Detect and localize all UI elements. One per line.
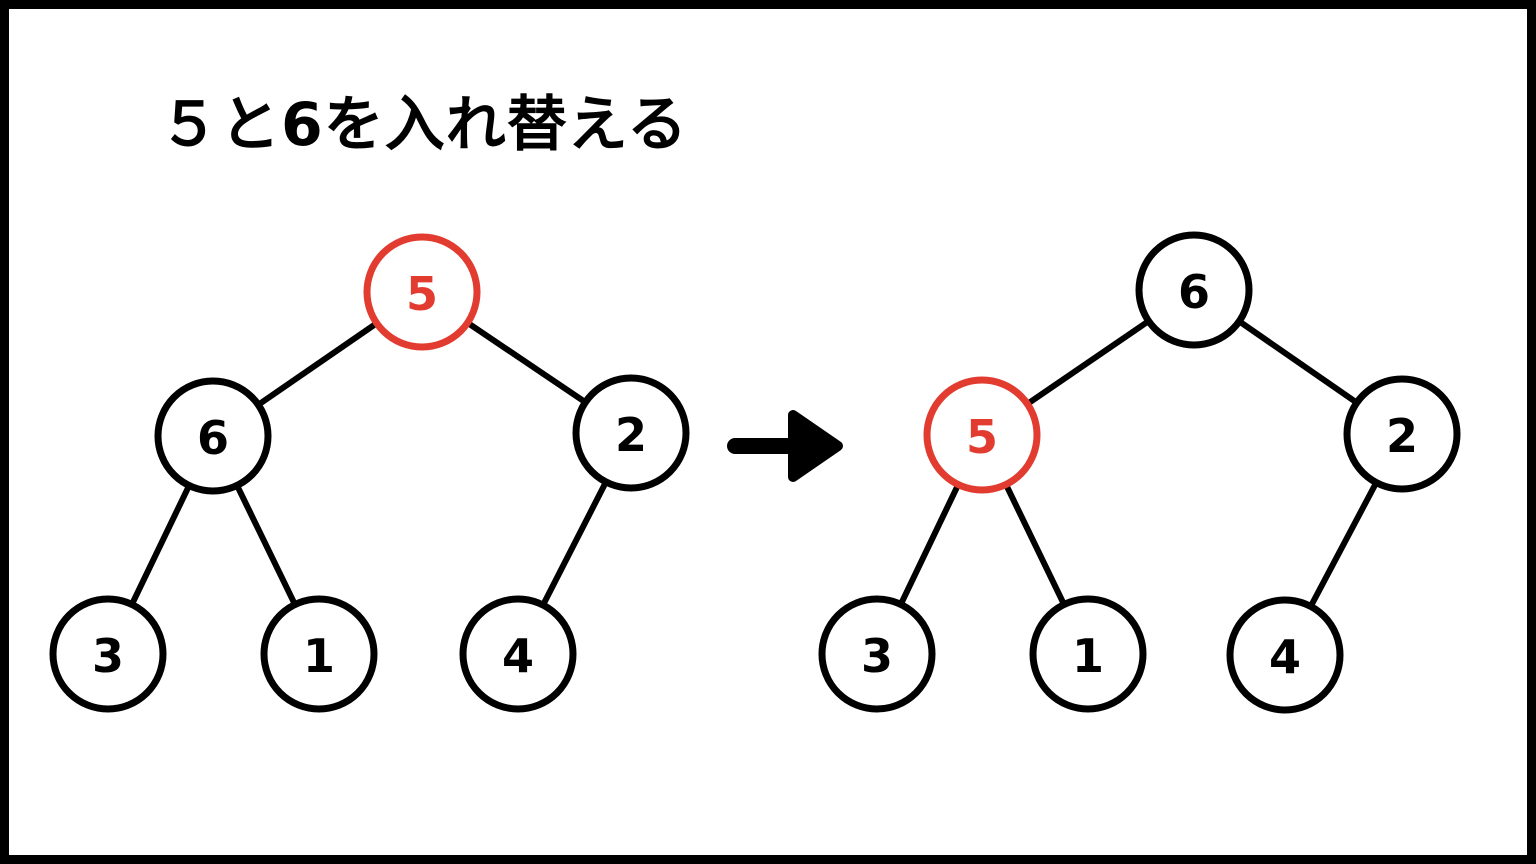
before-swap-tree-node-2: 2	[572, 374, 690, 492]
node-value: 1	[303, 629, 335, 683]
after-swap-tree-node-1: 1	[1029, 595, 1147, 713]
node-circle	[1135, 231, 1253, 349]
node-circle	[363, 233, 481, 351]
page-title: ５と6を入れ替える	[159, 90, 688, 160]
node-circle	[459, 595, 577, 713]
before-swap-tree-node-1: 1	[260, 595, 378, 713]
before-swap-tree-node-3: 3	[49, 595, 167, 713]
node-circle	[49, 595, 167, 713]
node-value: 6	[197, 411, 229, 465]
node-circle	[572, 374, 690, 492]
node-value: 5	[406, 267, 438, 321]
after-swap-tree: 6 5 2 3 1 4	[818, 231, 1461, 714]
before-swap-tree-node-4: 4	[459, 595, 577, 713]
before-swap-tree-node-6: 6	[154, 377, 272, 495]
after-swap-tree-node-4: 4	[1226, 596, 1344, 714]
node-value: 2	[615, 408, 647, 462]
after-swap-tree-node-5: 5	[923, 376, 1041, 494]
node-value: 1	[1072, 629, 1104, 683]
node-value: 3	[92, 629, 124, 683]
node-value: 4	[1269, 630, 1301, 684]
node-circle	[260, 595, 378, 713]
after-swap-tree-node-2: 2	[1343, 375, 1461, 493]
before-swap-tree: 5 6 2 3 1 4	[49, 233, 690, 713]
after-swap-tree-node-3: 3	[818, 595, 936, 713]
node-value: 4	[502, 629, 534, 683]
diagram-svg: 6 5 2 3 1 4 5 6 2 3 1 4	[49, 231, 1461, 714]
node-value: 3	[861, 629, 893, 683]
node-circle	[1226, 596, 1344, 714]
arrow-head	[788, 410, 843, 482]
node-circle	[154, 377, 272, 495]
node-value: 5	[966, 410, 998, 464]
node-circle	[818, 595, 936, 713]
node-value: 6	[1178, 265, 1210, 319]
before-swap-tree-node-5: 5	[363, 233, 481, 351]
node-circle	[923, 376, 1041, 494]
after-swap-tree-node-6: 6	[1135, 231, 1253, 349]
node-circle	[1343, 375, 1461, 493]
node-value: 2	[1386, 409, 1418, 463]
right-arrow-icon	[727, 410, 843, 482]
node-circle	[1029, 595, 1147, 713]
